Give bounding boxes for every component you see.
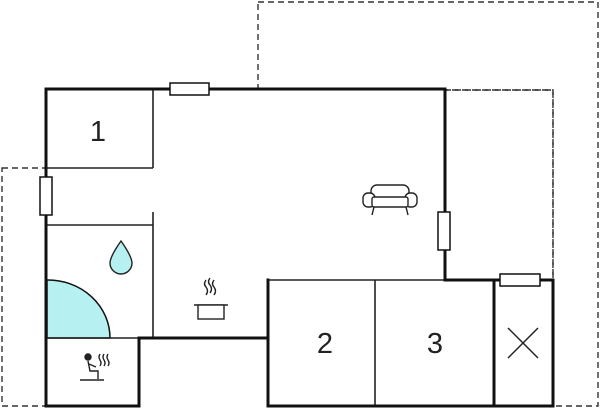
room-number-3: 3: [427, 328, 443, 360]
window-left: [39, 176, 53, 216]
cooking-pot-icon: [194, 277, 228, 320]
sauna-icon: [80, 353, 110, 381]
house-interior: [46, 89, 553, 406]
terrace-top-right: [257, 1, 599, 407]
covered-terrace: [444, 89, 554, 281]
window-right: [437, 211, 451, 251]
window-bottom-right: [499, 273, 541, 287]
window-top: [169, 82, 210, 96]
shower-area: [46, 279, 111, 339]
windows: [39, 82, 541, 287]
room-number-1: 1: [90, 116, 106, 148]
cross-icon: [507, 327, 539, 359]
water-drop-icon: [109, 239, 133, 275]
sofa-icon: [362, 184, 418, 216]
room-number-2: 2: [317, 328, 333, 360]
